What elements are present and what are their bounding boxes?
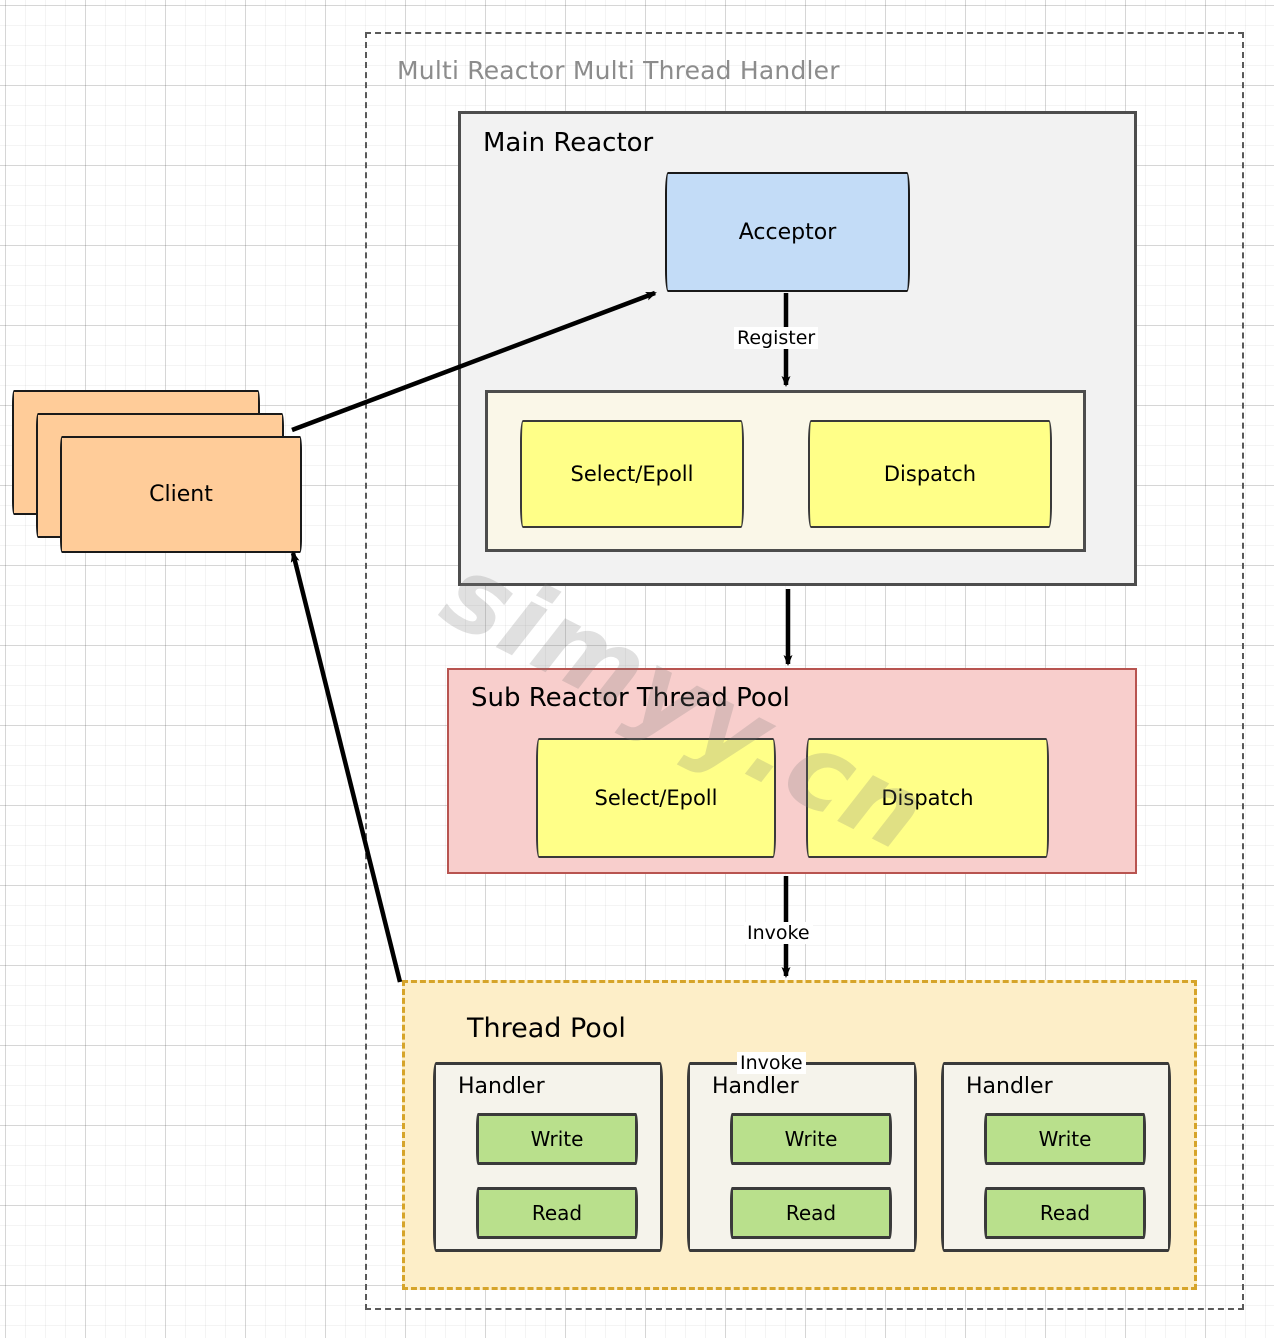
edge-label-invoke: Invoke	[744, 922, 813, 944]
write-node[interactable]: Write	[476, 1113, 638, 1165]
handler-node-1[interactable]: Handler Write Read	[433, 1062, 663, 1252]
handler-title: Handler	[712, 1074, 799, 1099]
main-reactor-title: Main Reactor	[483, 128, 654, 158]
main-reactor-select-epoll-node[interactable]: Select/Epoll	[520, 420, 744, 528]
handler-title: Handler	[458, 1074, 545, 1099]
edge-label-invoke-overlap: Invoke	[737, 1052, 806, 1074]
sub-reactor-select-epoll-node[interactable]: Select/Epoll	[536, 738, 776, 858]
handler-node-3[interactable]: Handler Write Read	[941, 1062, 1171, 1252]
client-card-front	[60, 436, 302, 553]
write-node[interactable]: Write	[984, 1113, 1146, 1165]
read-node[interactable]: Read	[984, 1187, 1146, 1239]
thread-pool-title: Thread Pool	[467, 1013, 626, 1044]
acceptor-node[interactable]: Acceptor	[665, 172, 910, 292]
sub-reactor-dispatch-node[interactable]: Dispatch	[806, 738, 1049, 858]
handler-title: Handler	[966, 1074, 1053, 1099]
read-node[interactable]: Read	[730, 1187, 892, 1239]
handler-node-2[interactable]: Handler Write Read	[687, 1062, 917, 1252]
read-node[interactable]: Read	[476, 1187, 638, 1239]
sub-reactor-title: Sub Reactor Thread Pool	[471, 683, 790, 713]
client-node[interactable]: Client	[12, 390, 302, 560]
diagram-title: Multi Reactor Multi Thread Handler	[397, 56, 840, 85]
client-label: Client	[149, 482, 213, 507]
main-reactor-dispatch-node[interactable]: Dispatch	[808, 420, 1052, 528]
edge-label-register: Register	[734, 327, 819, 349]
write-node[interactable]: Write	[730, 1113, 892, 1165]
